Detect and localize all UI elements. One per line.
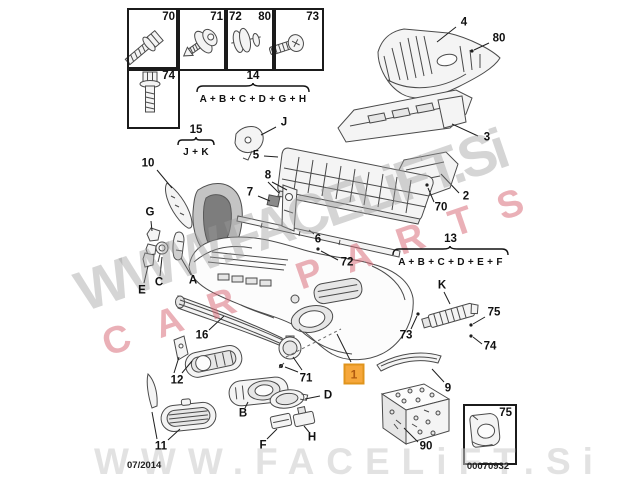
callout-B: B: [238, 407, 248, 420]
part-11-centre-grille: [146, 373, 217, 432]
group-13-formula: A + B + C + D + E + F: [398, 257, 503, 268]
fastener-72-80-drawing: [231, 27, 261, 53]
part-3-crossmember: [337, 89, 473, 143]
callout-3: 3: [483, 131, 491, 144]
date-code: 07/2014: [127, 460, 162, 471]
callout-G: G: [145, 206, 155, 219]
fastener-box-74-label: 74: [162, 70, 175, 82]
part-12-fog-grille: [173, 335, 243, 378]
fastener-74-drawing: [139, 71, 161, 113]
callout-75-right: 75: [487, 306, 501, 319]
part-F-cover: [269, 412, 293, 430]
callout-K: K: [437, 279, 447, 292]
fastener-box-73-label: 73: [306, 11, 319, 23]
part-H-cover: [292, 406, 316, 428]
fastener-box-75-label: 75: [499, 407, 512, 419]
callout-73-right: 73: [399, 329, 413, 342]
group-15-brace: [177, 137, 215, 146]
callout-A: A: [188, 274, 198, 287]
part-10-strip: [165, 182, 193, 229]
callout-7: 7: [246, 186, 254, 199]
callout-9: 9: [444, 382, 452, 395]
image-code: 00070932: [466, 461, 510, 472]
callout-70-right: 70: [434, 201, 448, 214]
part-J-bracket: [234, 126, 264, 161]
callout-1: 1: [343, 363, 365, 385]
callout-F: F: [259, 439, 267, 452]
callout-11: 11: [154, 440, 168, 453]
fastener-box-80-label: 80: [258, 11, 271, 23]
callout-80-top: 80: [492, 32, 506, 45]
fastener-box-71-label: 71: [210, 11, 223, 23]
fastener-box-73: 73: [272, 8, 324, 71]
group-15-formula: J + K: [183, 147, 209, 158]
group-14-formula: A + B + C + D + G + H: [199, 94, 307, 105]
fastener-70-drawing: [124, 29, 164, 66]
part-5-upper-grille: [277, 147, 434, 225]
part-71-round-cover: [278, 335, 302, 369]
group-13-brace: [392, 246, 509, 256]
callout-8: 8: [264, 169, 272, 182]
fastener-box-72-label: 72: [229, 11, 242, 23]
callout-4: 4: [460, 16, 468, 29]
fastener-box-74: 74: [127, 67, 180, 129]
callout-12: 12: [170, 374, 184, 387]
part-E-clip: [142, 252, 155, 268]
part-6-support-strip: [236, 215, 401, 258]
group-15-number: 15: [189, 124, 203, 136]
part-4-grille-trim: [377, 28, 501, 99]
callout-71-mid: 71: [299, 372, 313, 385]
callout-D: D: [323, 389, 333, 402]
callout-2: 2: [462, 190, 470, 203]
part-G-clip: [145, 227, 161, 256]
group-15: 15 J + K: [177, 124, 215, 158]
leader-lines: [143, 26, 490, 443]
part-K-bracket: [421, 302, 479, 329]
callout-90: 90: [419, 440, 433, 453]
fastener-box-72-80: 72 80: [224, 8, 276, 71]
fastener-71-drawing: [182, 28, 218, 57]
fastener-box-70: 70: [127, 8, 180, 71]
callout-H: H: [307, 431, 317, 444]
callout-72-mid: 72: [340, 256, 354, 269]
callout-J: J: [280, 116, 288, 129]
fastener-box-70-label: 70: [162, 11, 175, 23]
group-13: 13 A + B + C + D + E + F: [392, 233, 509, 268]
part-8-bracket: [281, 184, 298, 232]
group-14-number: 14: [246, 70, 260, 82]
group-14: 14 A + B + C + D + G + H: [196, 70, 310, 105]
part-9-moulding: [376, 352, 442, 372]
callout-16: 16: [195, 329, 209, 342]
callout-10: 10: [141, 157, 155, 170]
fastener-box-75: 75: [463, 404, 517, 465]
callout-6: 6: [314, 233, 322, 246]
fastener-box-71: 71: [176, 8, 228, 71]
fastener-position-dots: [316, 49, 474, 338]
callout-5: 5: [252, 149, 260, 162]
fastener-75-drawing: [469, 413, 501, 448]
part-D-washer-cover: [269, 389, 309, 409]
part-C-grommet: [155, 241, 169, 263]
callout-74-right: 74: [483, 340, 497, 353]
part-1-bumper-cover: [188, 236, 414, 361]
group-13-number: 13: [444, 233, 457, 245]
group-14-brace: [196, 83, 310, 93]
callout-C: C: [154, 276, 164, 289]
part-A-strip: [172, 231, 185, 261]
part-90-fitting-kit: [380, 383, 451, 445]
callout-E: E: [138, 284, 146, 297]
